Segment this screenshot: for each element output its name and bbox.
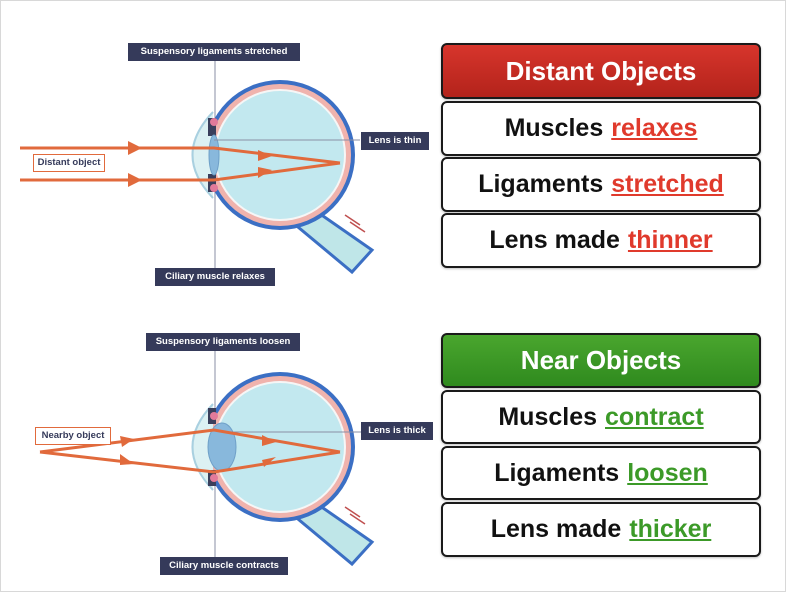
object-label: Nearby object — [35, 427, 111, 445]
row-label: Ligaments — [494, 458, 620, 487]
row-label: Muscles — [498, 402, 598, 431]
lens-label: Lens is thin — [361, 132, 429, 150]
object-label: Distant object — [33, 154, 105, 172]
distant-eye-diagram: Suspensory ligaments stretched Lens is t… — [0, 0, 440, 290]
near-objects-header: Near Objects — [441, 333, 761, 388]
row-value: thinner — [627, 226, 713, 254]
row-label: Ligaments — [478, 170, 604, 198]
row-value: stretched — [611, 170, 724, 198]
suspensory-ligaments-label: Suspensory ligaments loosen — [146, 333, 300, 351]
row-value: loosen — [627, 458, 708, 487]
ciliary-muscle-label: Ciliary muscle relaxes — [155, 268, 275, 286]
distant-objects-header: Distant Objects — [441, 43, 761, 99]
row-value: thicker — [629, 515, 712, 543]
row-label: Lens made — [490, 515, 622, 543]
ciliary-muscle-label: Ciliary muscle contracts — [160, 557, 288, 575]
row-label: Lens made — [489, 226, 620, 254]
row-value: contract — [605, 402, 704, 431]
row-label: Muscles — [504, 114, 604, 142]
near-eye-illustration — [39, 344, 375, 567]
lens-label: Lens is thick — [361, 422, 433, 440]
row-value: relaxes — [611, 114, 698, 142]
near-eye-diagram: Suspensory ligaments loosen Lens is thic… — [0, 292, 440, 582]
distant-eye-illustration — [20, 52, 375, 275]
suspensory-ligaments-label: Suspensory ligaments stretched — [128, 43, 300, 61]
